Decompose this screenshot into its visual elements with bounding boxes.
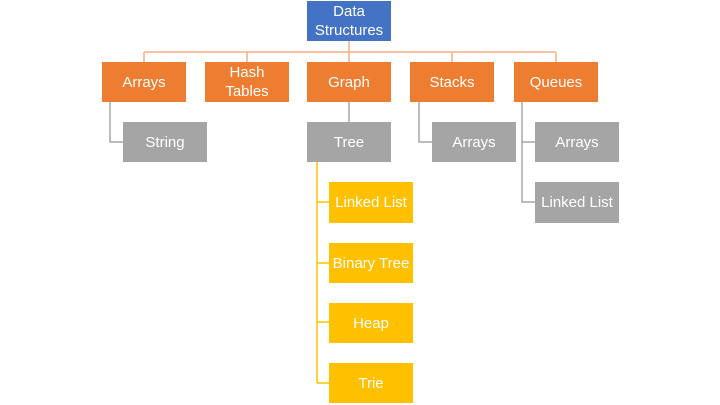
node-label: Stacks (429, 73, 475, 91)
node-label: Linked List (541, 194, 613, 211)
connector-arrays-string (109, 102, 123, 143)
node-stacks-arrays: Arrays (432, 122, 516, 162)
node-label: String (145, 133, 185, 151)
node-trie: Trie (329, 363, 413, 403)
connector-stacks-arrays (418, 102, 432, 143)
node-data-structures: Data Structures (307, 1, 391, 41)
node-tree: Tree (307, 122, 391, 162)
node-label: Arrays (555, 133, 599, 151)
node-label: Linked List (335, 194, 407, 211)
node-hash-tables: Hash Tables (205, 62, 289, 102)
node-label-line1: Data (333, 3, 365, 20)
node-label: Heap (353, 314, 389, 332)
node-label-line2: Structures (314, 22, 384, 39)
node-label-line1: Hash (229, 64, 265, 81)
node-arrays: Arrays (102, 62, 186, 102)
node-label: Trie (358, 374, 384, 392)
node-label: Arrays (452, 133, 496, 151)
node-queues-arrays: Arrays (535, 122, 619, 162)
node-heap: Heap (329, 303, 413, 343)
node-label: Arrays (122, 73, 166, 91)
node-queues: Queues (514, 62, 598, 102)
node-label-line2: Tables (225, 83, 269, 100)
node-label: Graph (328, 73, 370, 91)
node-linked-list: Linked List (329, 182, 413, 223)
connector-queues-spine (521, 102, 535, 203)
node-graph: Graph (307, 62, 391, 102)
node-binary-tree: Binary Tree (329, 243, 413, 283)
node-stacks: Stacks (410, 62, 494, 102)
node-label: Queues (529, 73, 583, 91)
node-label: Tree (333, 133, 365, 151)
node-queues-linked-list: Linked List (535, 182, 619, 223)
node-label: Binary Tree (332, 254, 410, 272)
node-string: String (123, 122, 207, 162)
